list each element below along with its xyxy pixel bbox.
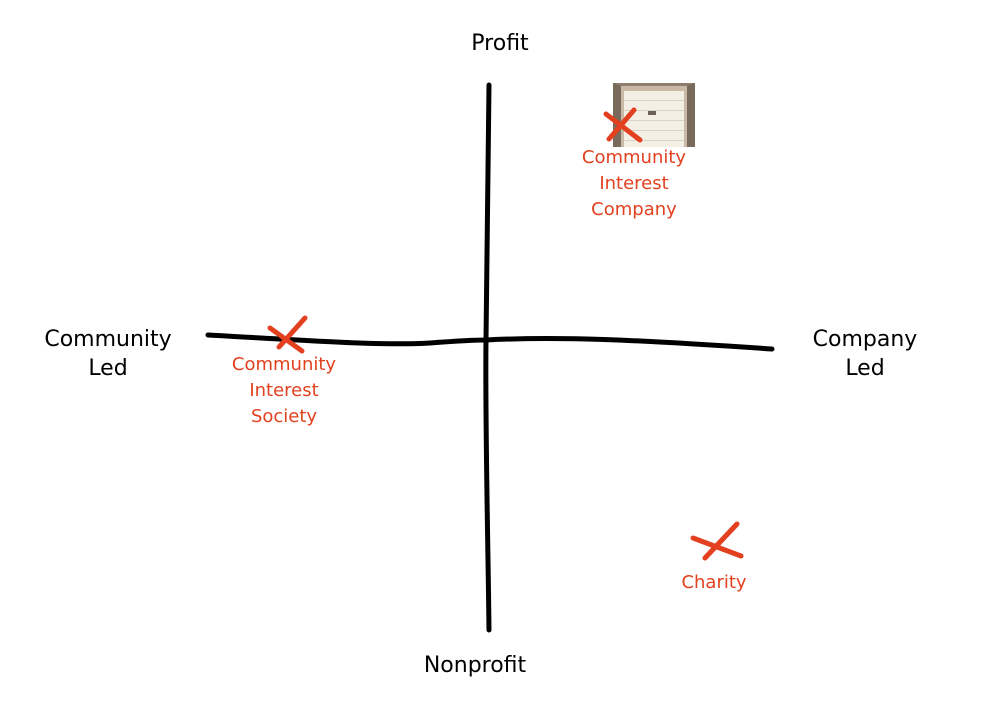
point-label-line: Society bbox=[250, 406, 318, 427]
point-label-line: Charity bbox=[681, 572, 747, 593]
axis-label-top: Profit bbox=[471, 31, 529, 56]
garage-door-handle bbox=[648, 111, 656, 115]
cross-marker-icon bbox=[267, 315, 308, 354]
axis-label-right-line-2: Led bbox=[845, 356, 885, 381]
axis-label-left-line-1: Community bbox=[44, 327, 172, 352]
point-label-line: Interest bbox=[599, 173, 669, 194]
axis-label-right: Company Led bbox=[790, 325, 940, 383]
cross-marker-icon bbox=[690, 521, 744, 561]
axis-label-left-line-2: Led bbox=[88, 356, 128, 381]
point-label-line: Interest bbox=[249, 380, 319, 401]
point-label-community-interest-company: Community Interest Company bbox=[554, 145, 714, 223]
point-label-line: Company bbox=[591, 199, 677, 220]
point-label-community-interest-society: Community Interest Society bbox=[204, 352, 364, 430]
point-label-charity: Charity bbox=[654, 570, 774, 596]
axis-label-right-line-1: Company bbox=[812, 327, 918, 352]
point-label-line: Community bbox=[231, 354, 337, 375]
point-label-line: Community bbox=[581, 147, 687, 168]
axis-label-left: Community Led bbox=[28, 325, 188, 383]
axis-label-bottom: Nonprofit bbox=[423, 653, 527, 678]
horizontal-axis bbox=[205, 332, 775, 352]
cross-marker-icon bbox=[603, 107, 643, 143]
